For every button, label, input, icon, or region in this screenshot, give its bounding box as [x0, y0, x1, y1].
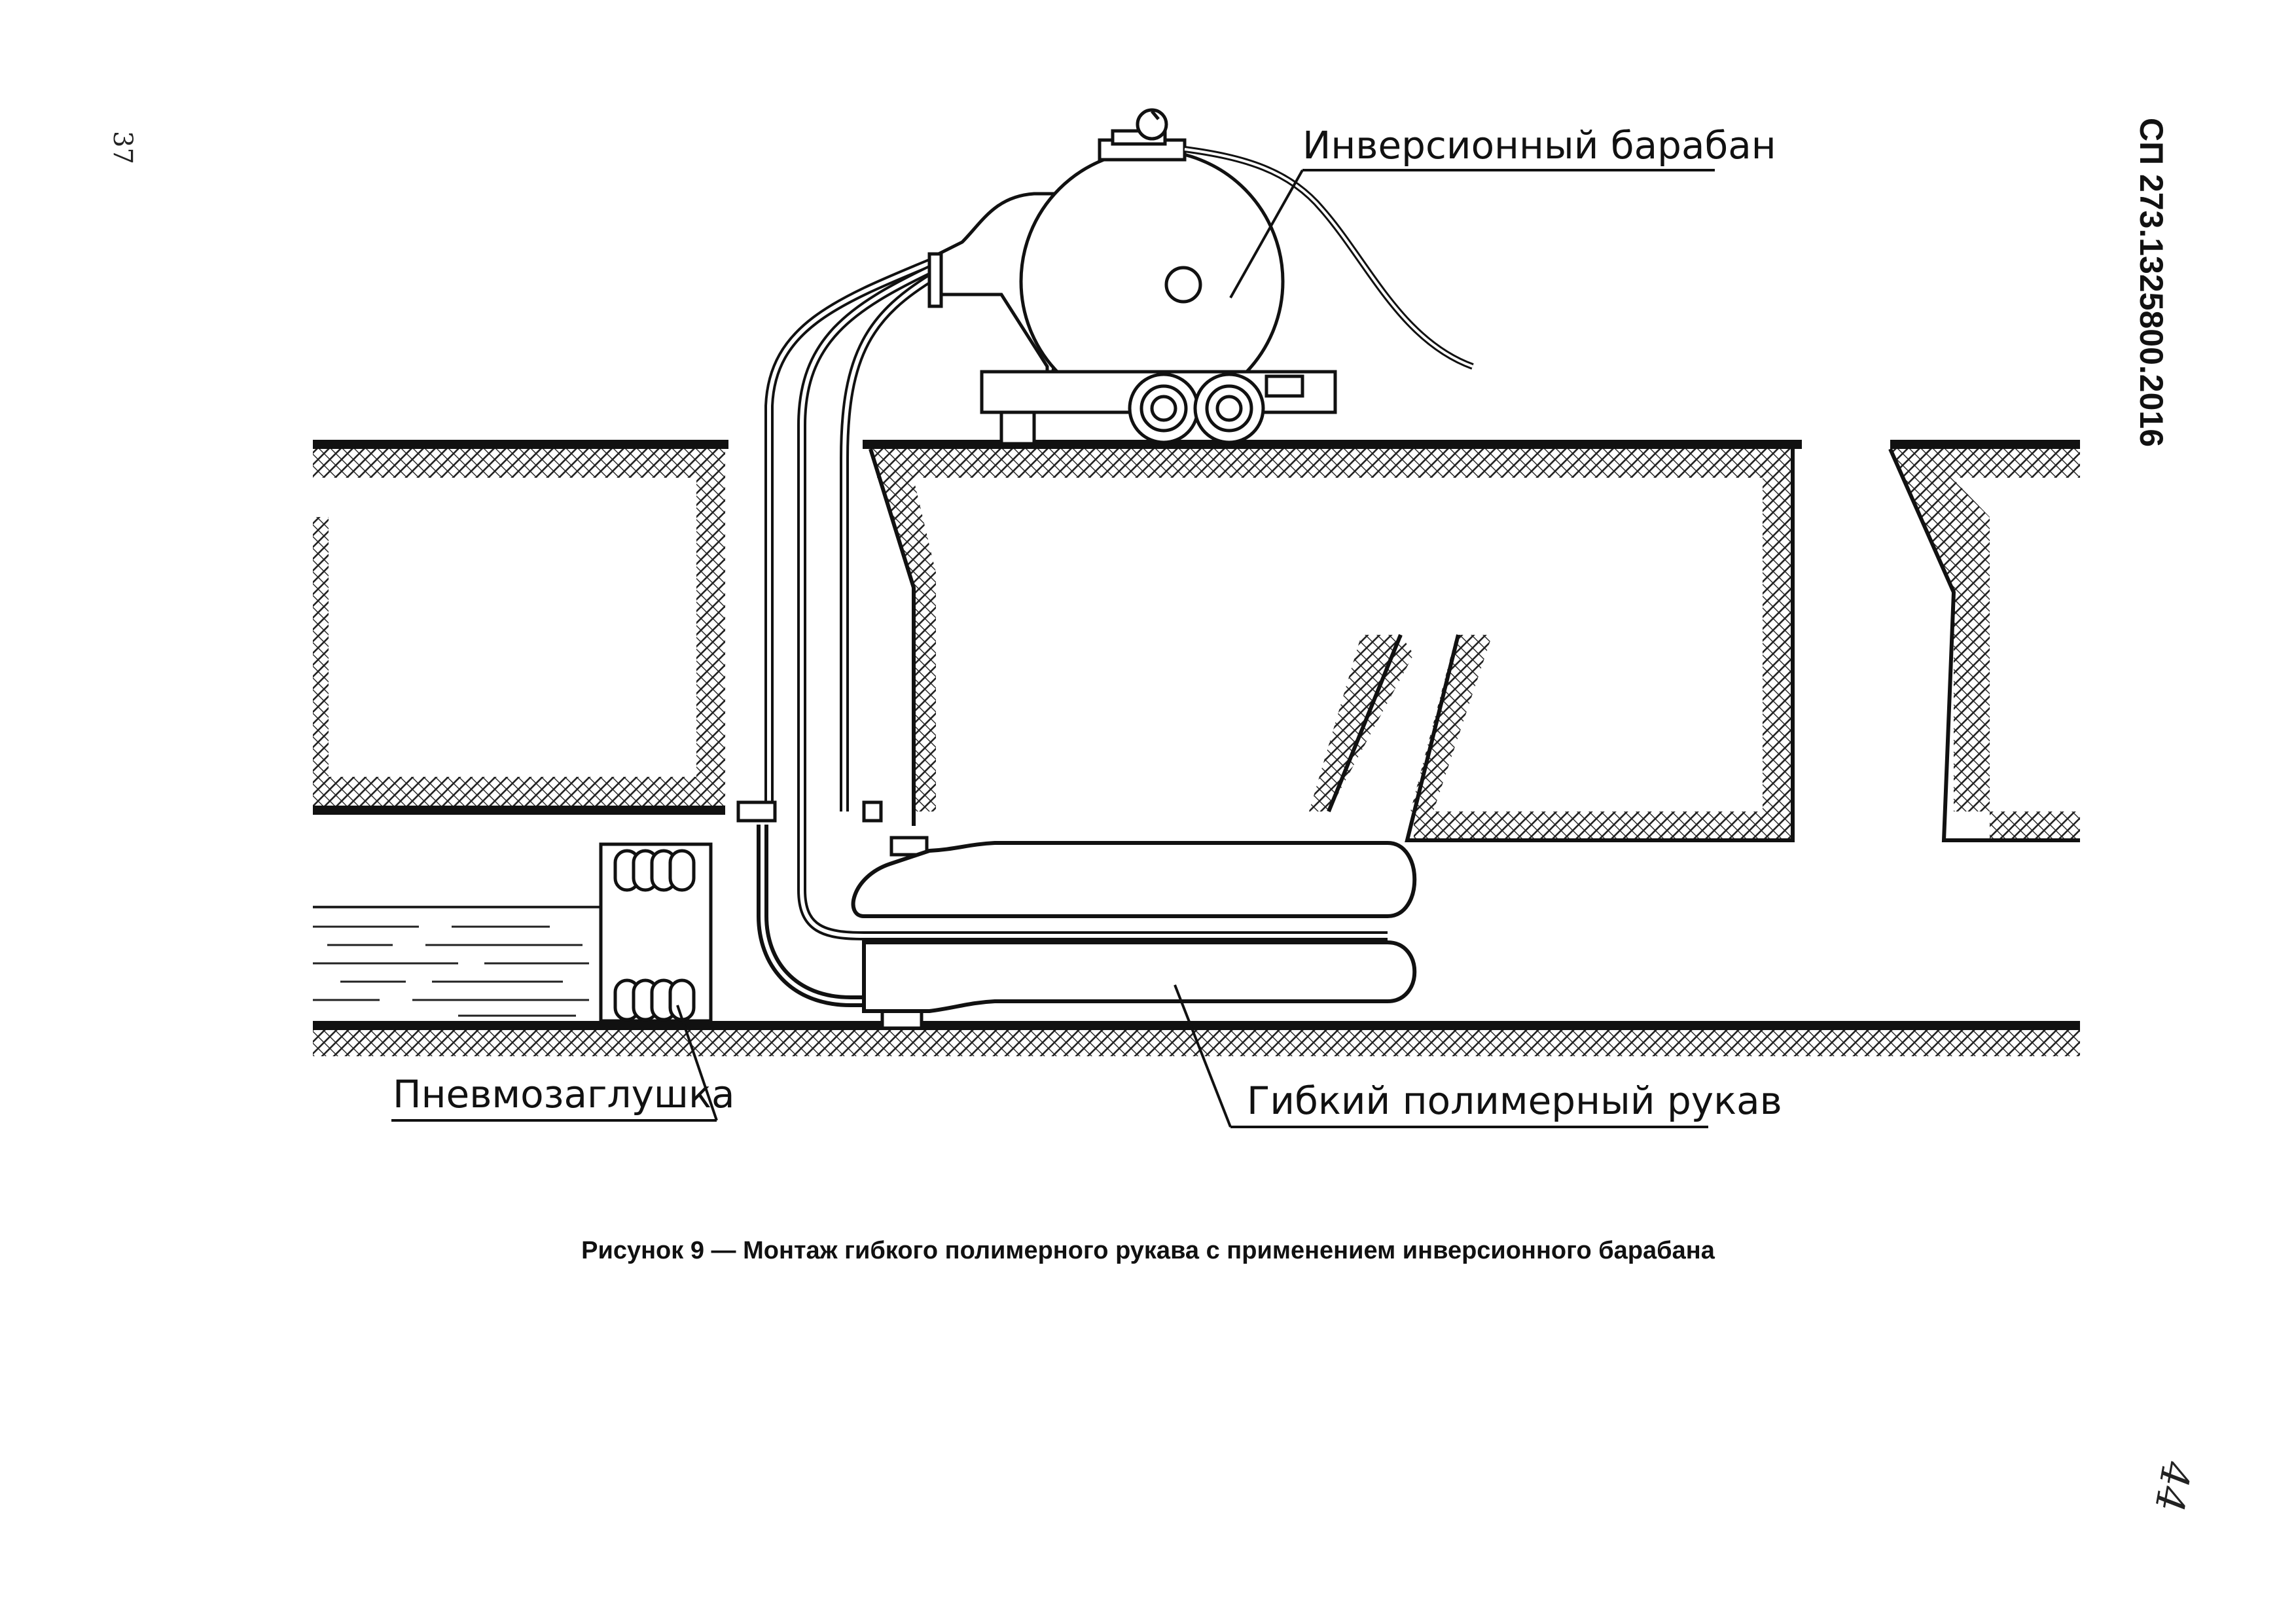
hose-label: Гибкий полимерный рукав: [1247, 1079, 1782, 1123]
plug-label: Пневмозаглушка: [393, 1072, 735, 1116]
drum-leader-line: [1229, 169, 1304, 298]
drum-label: Инверсионный барабан: [1302, 123, 1776, 168]
hose-leader-line: [1174, 984, 1232, 1128]
drum-callout: Инверсионный барабан: [1229, 123, 1776, 298]
pneumatic-plug: [599, 842, 713, 1023]
feed-hoses: [757, 257, 1388, 1007]
ground-surface: [313, 440, 2080, 449]
soil-left-section: [313, 449, 725, 815]
inversion-drum: [927, 108, 1474, 446]
plug-callout: Пневмозаглушка: [391, 1005, 735, 1122]
polymer-hose-liner: [851, 841, 1417, 1013]
soil-right-section: [1888, 448, 2080, 842]
figure-caption: Рисунок 9 — Монтаж гибкого полимерного р…: [581, 1237, 1715, 1264]
water-in-pipe: [313, 906, 601, 1017]
hose-callout: Гибкий полимерный рукав: [1174, 984, 1782, 1128]
handwritten-page-number-right: 44: [2145, 1457, 2199, 1516]
plug-leader-line: [676, 1005, 718, 1121]
soil-middle-section: [869, 448, 1795, 842]
